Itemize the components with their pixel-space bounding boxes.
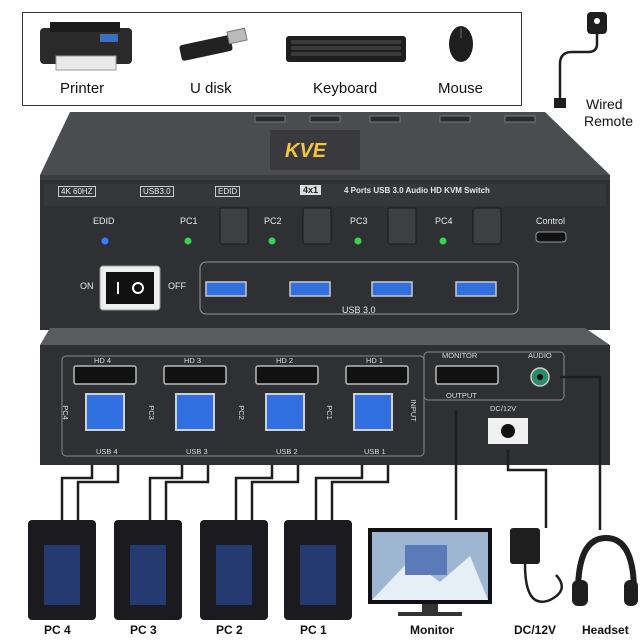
power-on-label: ON xyxy=(80,281,94,291)
dc-port-label: DC/12V xyxy=(490,404,517,413)
udisk-label: U disk xyxy=(190,80,232,97)
headset-icon xyxy=(572,534,638,606)
badge-usb: USB3.0 xyxy=(140,186,174,197)
pc4-button[interactable] xyxy=(473,208,501,244)
edid-label: EDID xyxy=(93,216,115,226)
control-label: Control xyxy=(536,216,566,226)
dc-device-label: DC/12V xyxy=(514,623,557,637)
kvm-front-panel xyxy=(40,112,610,330)
audio-port-label: AUDIO xyxy=(528,351,552,360)
wired-remote-icon xyxy=(554,12,607,108)
dc-adapter-icon xyxy=(510,528,563,603)
printer-label: Printer xyxy=(60,80,105,97)
printer-icon xyxy=(40,22,132,71)
pc4-device-label: PC 4 xyxy=(44,623,71,637)
remote-label-line1: Wired xyxy=(586,96,623,112)
power-switch[interactable] xyxy=(100,266,160,310)
pc1-button[interactable] xyxy=(220,208,248,244)
pc3-side-label: PC3 xyxy=(146,405,156,420)
output-label: OUTPUT xyxy=(446,391,477,400)
cables xyxy=(60,375,602,530)
monitor-port-label: MONITOR xyxy=(442,351,478,360)
usb2-label: USB 2 xyxy=(276,447,298,456)
brand-logo: KVE xyxy=(285,140,327,162)
pc2-side-label: PC2 xyxy=(236,405,246,420)
pc3-label: PC3 xyxy=(350,216,368,226)
monitor-device-label: Monitor xyxy=(410,623,454,637)
usb1-label: USB 1 xyxy=(364,447,386,456)
usb4-label: USB 4 xyxy=(96,447,118,456)
pc2-button[interactable] xyxy=(303,208,331,244)
hd2-label: HD 2 xyxy=(276,356,294,365)
hd4-label: HD 4 xyxy=(94,356,112,365)
model-description: 4 Ports USB 3.0 Audio HD KVM Switch xyxy=(344,186,490,195)
badge-edid: EDID xyxy=(215,186,241,197)
pc-tower-3 xyxy=(114,520,182,620)
pc1-device-label: PC 1 xyxy=(300,623,327,637)
udisk-icon xyxy=(179,27,248,61)
pc3-device-label: PC 3 xyxy=(130,623,157,637)
pc-tower-2 xyxy=(200,520,268,620)
pc1-label: PC1 xyxy=(180,216,198,226)
hd1-label: HD 1 xyxy=(366,356,384,365)
keyboard-icon xyxy=(286,36,406,62)
badge-4k: 4K 60HZ xyxy=(58,186,96,197)
power-off-label: OFF xyxy=(168,281,186,291)
pc2-device-label: PC 2 xyxy=(216,623,243,637)
monitor-icon xyxy=(368,528,492,616)
headset-device-label: Headset xyxy=(582,623,629,637)
edid-led xyxy=(101,237,109,245)
usb30-label: USB 3.0 xyxy=(342,305,376,315)
keyboard-label: Keyboard xyxy=(313,80,378,97)
pc4-label: PC4 xyxy=(435,216,453,226)
remote-label-line2: Remote xyxy=(584,113,634,129)
hd3-label: HD 3 xyxy=(184,356,202,365)
pc2-label: PC2 xyxy=(264,216,282,226)
mouse-label: Mouse xyxy=(438,80,484,97)
pc-tower-1 xyxy=(284,520,352,620)
pc4-side-label: PC4 xyxy=(60,405,70,420)
pc1-side-label: PC1 xyxy=(324,405,334,420)
model-number: 4x1 xyxy=(300,185,322,195)
input-label: INPUT xyxy=(408,399,418,422)
mouse-icon xyxy=(449,26,473,62)
kvm-rear-panel xyxy=(40,328,610,465)
usb3-label: USB 3 xyxy=(186,447,208,456)
pc3-button[interactable] xyxy=(388,208,416,244)
pc-tower-4 xyxy=(28,520,96,620)
